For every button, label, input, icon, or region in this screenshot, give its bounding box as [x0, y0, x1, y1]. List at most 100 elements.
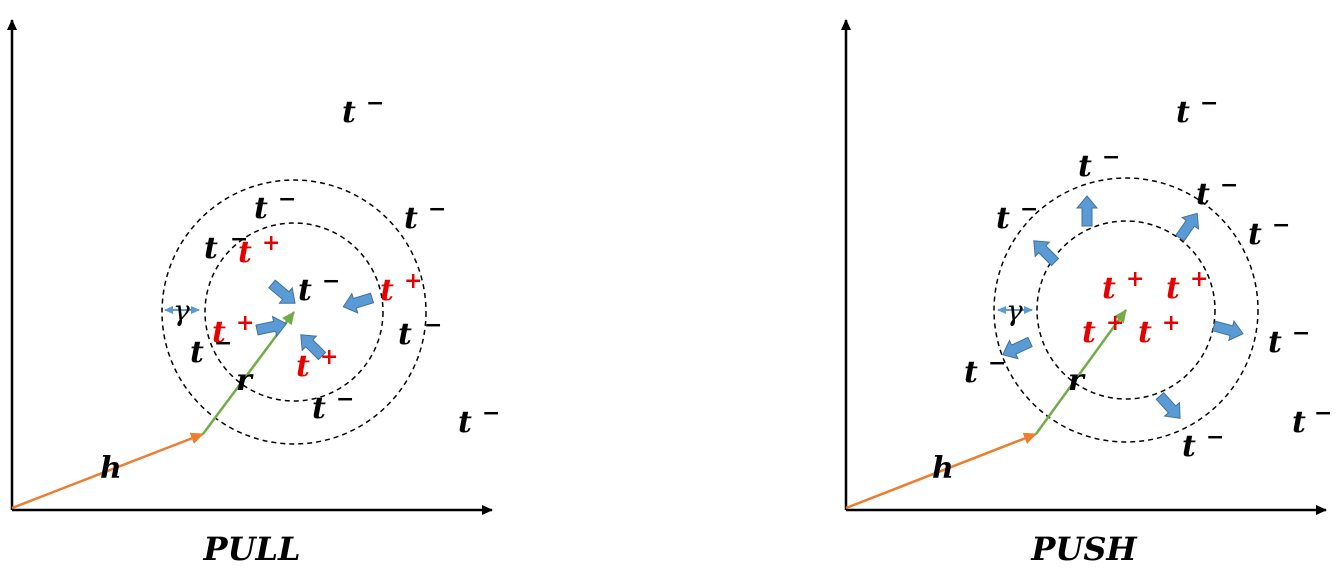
push-h-vector	[845, 432, 1037, 510]
svg-text:+: +	[236, 310, 254, 336]
svg-text:t: t	[238, 235, 252, 270]
push-t-neg-7: t−	[964, 350, 1006, 390]
svg-text:t: t	[404, 201, 418, 236]
svg-text:t: t	[1182, 429, 1196, 464]
svg-text:t: t	[190, 335, 204, 370]
svg-text:+: +	[1162, 310, 1180, 336]
push-t-neg-2: t−	[1078, 144, 1120, 184]
push-t-neg-3: t−	[1196, 172, 1238, 212]
pull-h-label: h	[100, 451, 122, 486]
pull-t-pos-1: t+	[238, 230, 280, 270]
svg-text:t: t	[964, 355, 978, 390]
svg-text:−: −	[278, 186, 296, 212]
push-arrow-4	[1210, 315, 1247, 344]
svg-text:−: −	[1292, 320, 1310, 346]
push-gamma-label: γ	[1006, 294, 1023, 327]
pull-t-neg-center: t−	[298, 268, 340, 308]
pull-gamma-label: γ	[173, 294, 190, 327]
pull-t-pos-3: t+	[212, 310, 254, 350]
push-t-neg-8: t−	[1292, 400, 1332, 440]
push-t-neg-6: t−	[1268, 320, 1310, 360]
svg-text:t: t	[342, 95, 356, 130]
push-t-neg-5: t−	[1248, 212, 1290, 252]
svg-text:−: −	[428, 196, 446, 222]
svg-text:−: −	[1200, 90, 1218, 116]
push-t-pos-4: t+	[1138, 310, 1180, 350]
svg-text:t: t	[312, 391, 326, 426]
push-panel: h r γ t− t− t− t− t− t+ t+ t+ t+ t− t− t…	[841, 19, 1332, 568]
pull-arrow-2	[339, 287, 376, 317]
pull-inner-circle	[204, 222, 384, 402]
svg-text:t: t	[254, 191, 268, 226]
svg-text:t: t	[296, 349, 310, 384]
push-inner-circle	[1036, 220, 1216, 400]
svg-text:t: t	[1292, 405, 1306, 440]
push-r-label: r	[1068, 363, 1086, 398]
pull-h-vector	[11, 432, 204, 510]
push-outer-circle	[993, 177, 1259, 443]
push-caption: PUSH	[1030, 530, 1138, 568]
push-t-pos-2: t+	[1166, 266, 1208, 306]
svg-text:t: t	[996, 201, 1010, 236]
svg-text:t: t	[1078, 149, 1092, 184]
svg-text:−: −	[482, 400, 500, 426]
svg-text:t: t	[1248, 217, 1262, 252]
svg-text:−: −	[1020, 196, 1038, 222]
svg-text:−: −	[230, 226, 248, 252]
svg-text:−: −	[988, 350, 1006, 376]
svg-text:t: t	[458, 405, 472, 440]
pull-t-neg-7: t−	[312, 386, 354, 426]
svg-text:−: −	[1102, 144, 1120, 170]
pull-caption: PULL	[203, 530, 301, 568]
svg-text:t: t	[398, 317, 412, 352]
push-h-label: h	[932, 451, 954, 486]
push-arrow-1	[1076, 195, 1098, 227]
pull-t-neg-2: t−	[254, 186, 296, 226]
push-arrow-6	[1152, 388, 1189, 426]
pull-panel: h r γ t− t− t− t− t+ t− t+ t+ t− t− t+ t…	[6, 19, 500, 568]
pull-t-pos-2: t+	[380, 268, 422, 308]
svg-text:−: −	[424, 312, 442, 338]
svg-text:t: t	[1082, 315, 1096, 350]
svg-text:−: −	[1272, 212, 1290, 238]
svg-text:+: +	[262, 230, 280, 256]
pull-outer-circle	[161, 179, 427, 445]
svg-text:t: t	[298, 273, 312, 308]
svg-text:t: t	[1176, 95, 1190, 130]
push-t-neg-9: t−	[1182, 424, 1224, 464]
svg-text:+: +	[404, 268, 422, 294]
pull-t-neg-3: t−	[404, 196, 446, 236]
push-t-neg-1: t−	[1176, 90, 1218, 130]
svg-text:t: t	[1166, 271, 1180, 306]
svg-text:+: +	[1190, 266, 1208, 292]
pull-arrow-1	[265, 275, 302, 312]
svg-text:t: t	[212, 315, 226, 350]
svg-text:+: +	[1106, 310, 1124, 336]
pull-t-neg-4: t−	[204, 226, 248, 266]
svg-text:t: t	[380, 273, 394, 308]
svg-text:−: −	[366, 90, 384, 116]
svg-text:t: t	[204, 231, 218, 266]
svg-text:t: t	[1102, 271, 1116, 306]
push-r-vector	[1034, 309, 1128, 435]
svg-text:+: +	[1126, 266, 1144, 292]
svg-text:−: −	[322, 268, 340, 294]
svg-text:−: −	[1314, 400, 1332, 426]
pull-t-neg-8: t−	[458, 400, 500, 440]
pull-t-pos-4: t+	[296, 344, 338, 384]
push-t-neg-4: t−	[996, 196, 1038, 236]
push-arrow-3	[1026, 233, 1063, 270]
push-t-pos-3: t+	[1082, 310, 1124, 350]
svg-text:−: −	[336, 386, 354, 412]
pull-t-neg-1: t−	[342, 90, 384, 130]
svg-text:+: +	[320, 344, 338, 370]
svg-text:t: t	[1196, 177, 1210, 212]
svg-text:t: t	[1268, 325, 1282, 360]
pull-t-neg-6: t−	[190, 330, 232, 370]
svg-text:−: −	[1220, 172, 1238, 198]
pull-t-neg-5: t−	[398, 312, 442, 352]
push-arrow-2	[1171, 207, 1206, 245]
svg-text:t: t	[1138, 315, 1152, 350]
svg-text:−: −	[1206, 424, 1224, 450]
